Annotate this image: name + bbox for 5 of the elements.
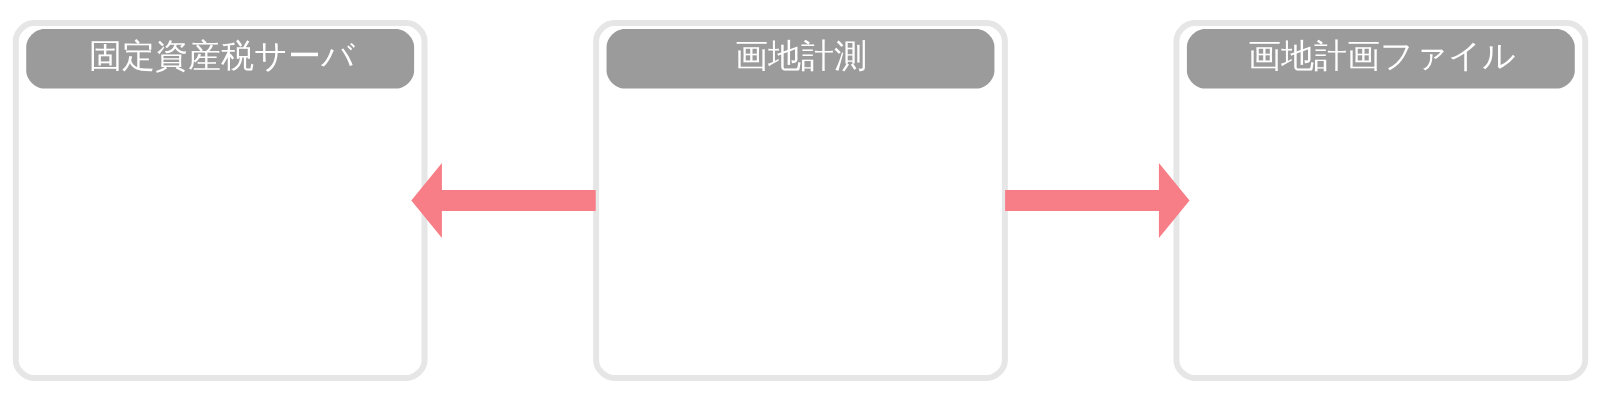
node-box: 画地計画ファイル xyxy=(1172,19,1588,381)
arrow xyxy=(410,162,596,238)
arrow xyxy=(1004,162,1190,238)
node-box: 画地計測 xyxy=(592,19,1008,381)
node-box: 固定資産税サーバ xyxy=(12,19,428,381)
